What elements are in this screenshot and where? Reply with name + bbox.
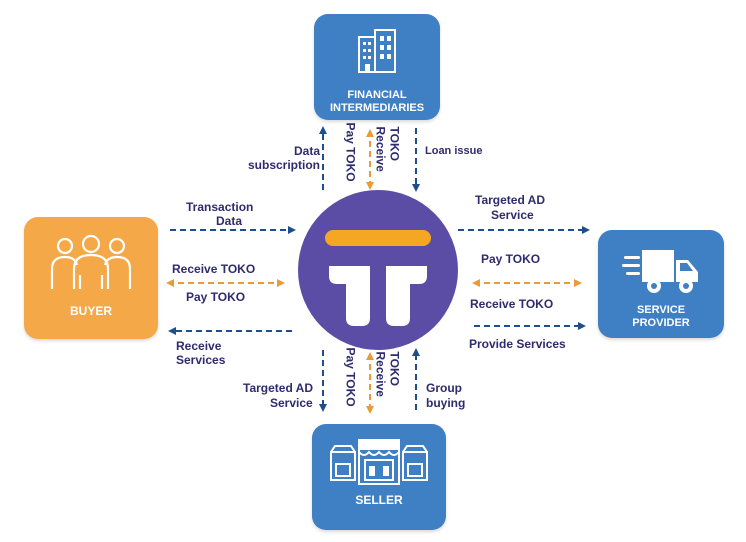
label-transaction-data-line1: Transaction (186, 200, 254, 214)
service-provider-label-line1: SERVICE (636, 304, 686, 316)
financial-intermediaries-node: FINANCIAL INTERMEDIARIES (314, 14, 440, 120)
buyer-label: BUYER (69, 304, 112, 318)
financial-intermediaries-label-line2: INTERMEDIARIES (329, 102, 425, 114)
platform-logo-icon (298, 190, 458, 350)
people-group-icon (50, 234, 132, 289)
label-top-receive-toko-line1: Receive (373, 126, 388, 172)
label-right-pay-toko: Pay TOKO (481, 252, 541, 266)
label-left-receive-toko: Receive TOKO (172, 262, 256, 276)
seller-label: SELLER (355, 493, 403, 507)
storefront-icon (330, 439, 428, 485)
label-bottom-targeted-ad-line2: Service (270, 396, 313, 410)
label-bottom-receive-toko-line1: Receive (373, 351, 388, 397)
label-bottom-receive-toko-line2: TOKO (387, 351, 402, 386)
label-group-buying-line2: buying (426, 396, 466, 410)
seller-node: SELLER (312, 424, 446, 530)
label-data-subscription-line1: Data (293, 144, 320, 158)
label-left-pay-toko: Pay TOKO (186, 290, 246, 304)
buyer-node: BUYER (24, 217, 158, 339)
label-right-targeted-ad-line2: Service (491, 208, 534, 222)
label-group-buying-line1: Group (426, 381, 462, 395)
label-top-pay-toko: Pay TOKO (343, 122, 358, 182)
service-provider-node: SERVICE PROVIDER (598, 230, 724, 338)
label-bottom-targeted-ad-line1: Targeted AD (243, 381, 314, 395)
label-right-receive-toko: Receive TOKO (470, 297, 554, 311)
building-icon (358, 29, 396, 73)
label-top-receive-toko-line2: TOKO (387, 126, 402, 161)
label-bottom-pay-toko: Pay TOKO (343, 347, 358, 407)
label-receive-services-line2: Services (176, 353, 226, 367)
label-provide-services: Provide Services (469, 337, 566, 351)
label-receive-services-line1: Receive (176, 339, 222, 353)
service-provider-label-line2: PROVIDER (632, 317, 690, 329)
label-loan-issue: Loan issue (425, 145, 483, 157)
delivery-truck-icon (622, 250, 698, 293)
label-right-targeted-ad-line1: Targeted AD (475, 193, 546, 207)
label-transaction-data-line2: Data (215, 214, 242, 228)
financial-intermediaries-label-line1: FINANCIAL (347, 89, 407, 101)
label-data-subscription-line2: subscription (247, 158, 320, 172)
